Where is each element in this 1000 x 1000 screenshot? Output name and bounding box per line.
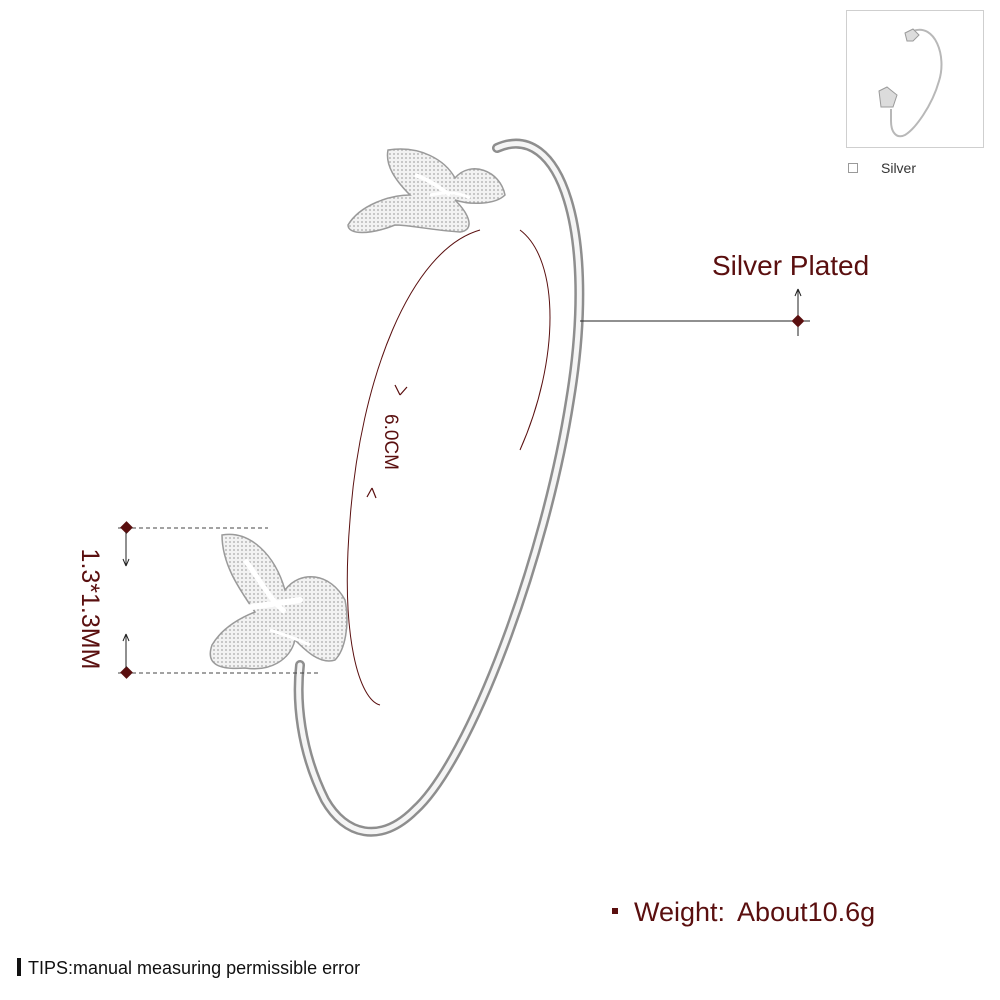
tips-note: TIPS:manual measuring permissible error	[17, 958, 360, 979]
diameter-guide	[346, 229, 551, 706]
size-label: 1.3*1.3MM	[76, 548, 104, 670]
color-option-label[interactable]: Silver	[881, 160, 917, 176]
bangle	[293, 138, 585, 837]
bangle-thumbnail-icon	[878, 28, 943, 138]
material-label: Silver Plated	[712, 250, 870, 281]
variant-thumbnail[interactable]	[846, 10, 984, 148]
tips-text: TIPS:manual measuring permissible error	[28, 958, 361, 978]
material-callout	[580, 288, 810, 336]
bullet-icon	[612, 907, 618, 914]
butterfly-bottom-icon	[209, 533, 348, 670]
diameter-label: 6.0CM	[380, 414, 401, 470]
color-checkbox[interactable]	[848, 163, 858, 173]
butterfly-top-icon	[347, 148, 506, 234]
weight-value: About10.6g	[737, 897, 876, 927]
tips-bar-icon	[17, 958, 21, 977]
weight-info: Weight: About10.6g	[612, 897, 875, 928]
weight-key: Weight:	[634, 897, 726, 927]
